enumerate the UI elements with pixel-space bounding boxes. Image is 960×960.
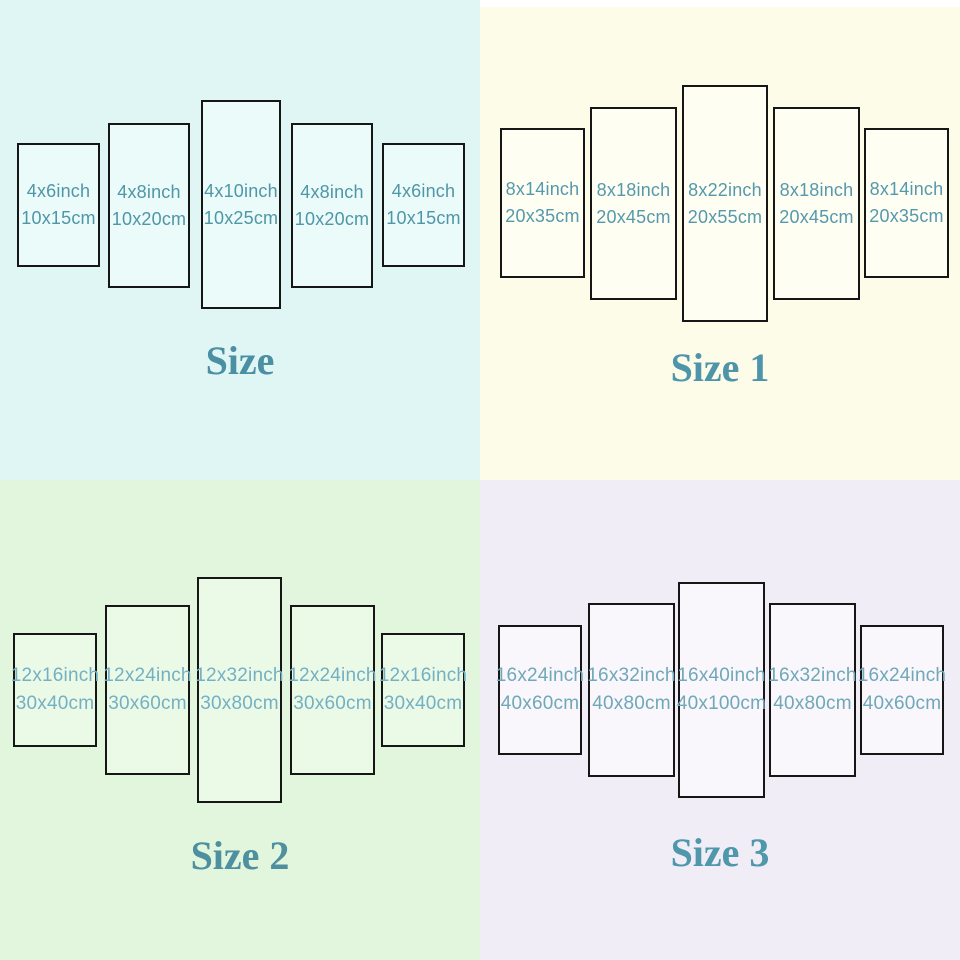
canvas-panel: 12x24inch 30x60cm xyxy=(288,605,377,775)
panel-inch-label: 8x14inch xyxy=(869,179,944,199)
panel-inch-label: 8x22inch xyxy=(688,179,762,200)
canvas-panel: 8x14inch 20x35cm xyxy=(864,128,949,278)
panel-inch-label: 16x32inch xyxy=(587,664,676,686)
panel-cm-label: 10x20cm xyxy=(111,208,187,229)
panel-inch-label: 16x40inch xyxy=(677,664,766,686)
panel-cm-label: 10x20cm xyxy=(294,208,370,229)
panel-cm-label: 40x60cm xyxy=(862,693,942,714)
canvas-panel: 8x18inch 20x45cm xyxy=(773,107,860,300)
canvas-panel: 4x10inch 10x25cm xyxy=(201,100,281,309)
canvas-panel: 16x32inch 40x80cm xyxy=(587,603,676,777)
quadrant-size-3: 16x24inch 40x60cm 16x32inch 40x80cm 16x4… xyxy=(480,480,960,960)
panel-cm-label: 30x40cm xyxy=(383,693,463,714)
panel-row: 16x24inch 40x60cm 16x32inch 40x80cm 16x4… xyxy=(480,480,960,960)
canvas-panel: 12x16inch 30x40cm xyxy=(10,633,100,747)
canvas-panel: 12x32inch 30x80cm xyxy=(195,577,284,803)
panel-cm-label: 10x15cm xyxy=(386,208,461,228)
panel-inch-label: 4x6inch xyxy=(26,181,91,201)
size-group-title: Size xyxy=(205,338,275,383)
canvas-panel: 16x40inch 40x100cm xyxy=(676,582,767,798)
panel-row: 8x14inch 20x35cm 8x18inch 20x45cm 8x22in… xyxy=(480,0,960,480)
canvas-panel: 8x18inch 20x45cm xyxy=(590,107,677,300)
panel-cm-label: 40x80cm xyxy=(592,693,671,714)
quadrant-size-1: 8x14inch 20x35cm 8x18inch 20x45cm 8x22in… xyxy=(480,0,960,480)
panel-cm-label: 20x45cm xyxy=(596,206,671,227)
panel-inch-label: 8x14inch xyxy=(505,179,580,199)
canvas-panel: 4x6inch 10x15cm xyxy=(382,143,465,267)
panel-inch-label: 4x8inch xyxy=(300,181,364,202)
canvas-panel: 4x8inch 10x20cm xyxy=(108,123,190,288)
size-group-title: Size 1 xyxy=(670,345,770,390)
panel-cm-label: 40x100cm xyxy=(676,693,767,714)
size-group-title: Size 3 xyxy=(670,830,770,875)
panel-cm-label: 20x45cm xyxy=(779,206,854,227)
panel-inch-label: 12x24inch xyxy=(288,664,377,686)
panel-cm-label: 20x35cm xyxy=(505,206,580,226)
canvas-panel: 12x24inch 30x60cm xyxy=(103,605,192,775)
quadrant-size: 4x6inch 10x15cm 4x8inch 10x20cm 4x10inch… xyxy=(0,0,480,480)
panel-cm-label: 10x15cm xyxy=(21,208,96,228)
canvas-panel: 8x14inch 20x35cm xyxy=(500,128,585,278)
canvas-panel: 16x24inch 40x60cm xyxy=(495,625,585,755)
panel-inch-label: 12x16inch xyxy=(10,664,100,686)
canvas-panel: 12x16inch 30x40cm xyxy=(378,633,468,747)
canvas-panel: 4x8inch 10x20cm xyxy=(291,123,373,288)
panel-cm-label: 20x55cm xyxy=(687,206,763,227)
panel-row: 12x16inch 30x40cm 12x24inch 30x60cm 12x3… xyxy=(0,480,480,960)
panel-cm-label: 40x80cm xyxy=(773,693,852,714)
size-group-title: Size 2 xyxy=(190,833,290,878)
canvas-panel: 4x6inch 10x15cm xyxy=(17,143,100,267)
canvas-panel: 16x32inch 40x80cm xyxy=(768,603,857,777)
panel-inch-label: 16x24inch xyxy=(857,664,947,686)
panel-inch-label: 4x6inch xyxy=(391,181,456,201)
panel-inch-label: 8x18inch xyxy=(596,179,671,200)
panel-inch-label: 16x24inch xyxy=(495,664,585,686)
panel-cm-label: 40x60cm xyxy=(500,693,580,714)
canvas-panel: 16x24inch 40x60cm xyxy=(857,625,947,755)
panel-cm-label: 30x80cm xyxy=(200,693,279,714)
panel-inch-label: 12x16inch xyxy=(378,664,468,686)
panel-inch-label: 16x32inch xyxy=(768,664,857,686)
panel-cm-label: 30x40cm xyxy=(15,693,95,714)
panel-cm-label: 20x35cm xyxy=(869,206,944,226)
panel-cm-label: 30x60cm xyxy=(293,693,372,714)
panel-inch-label: 4x8inch xyxy=(117,181,181,202)
panel-row: 4x6inch 10x15cm 4x8inch 10x20cm 4x10inch… xyxy=(0,0,480,480)
panel-cm-label: 10x25cm xyxy=(203,207,279,228)
panel-cm-label: 30x60cm xyxy=(108,693,187,714)
panel-inch-label: 12x32inch xyxy=(195,664,284,686)
canvas-panel: 8x22inch 20x55cm xyxy=(682,85,768,322)
panel-inch-label: 4x10inch xyxy=(204,180,278,201)
panel-inch-label: 8x18inch xyxy=(779,179,854,200)
panel-inch-label: 12x24inch xyxy=(103,664,192,686)
quadrant-size-2: 12x16inch 30x40cm 12x24inch 30x60cm 12x3… xyxy=(0,480,480,960)
